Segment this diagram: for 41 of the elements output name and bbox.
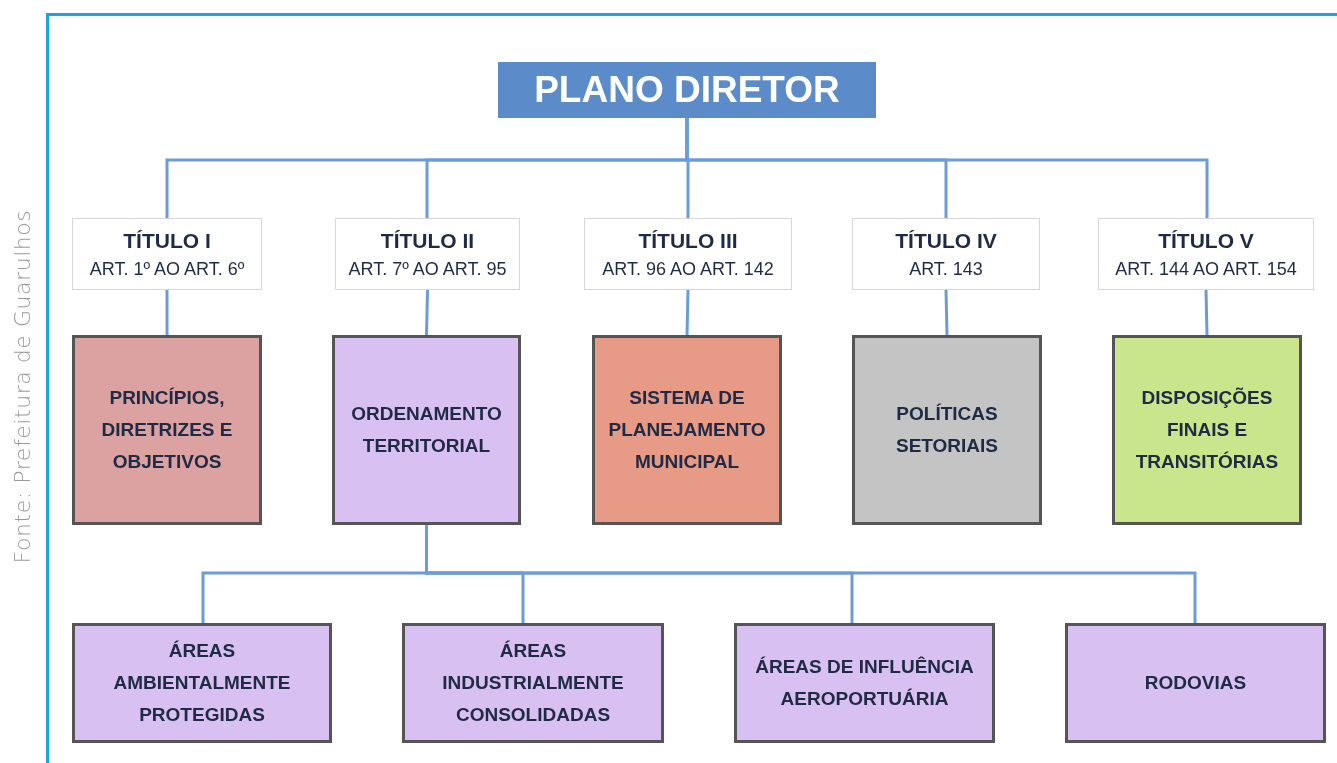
connector-line <box>425 289 429 336</box>
section-box <box>734 623 995 743</box>
title-heading: TÍTULO III <box>638 228 738 254</box>
root-title: PLANO DIRETOR <box>534 68 840 113</box>
title-box <box>72 218 262 290</box>
root-box <box>498 62 876 118</box>
section-label: DISPOSIÇÕES FINAIS E TRANSITÓRIAS <box>1134 386 1280 474</box>
section-label: ÁREAS INDUSTRIALMENTE CONSOLIDADAS <box>441 639 625 727</box>
section-box <box>1065 623 1326 743</box>
section-box <box>332 335 521 525</box>
article-range: ART. 7º AO ART. 95 <box>348 258 507 281</box>
connector-line <box>1204 289 1209 336</box>
section-label: SISTEMA DE PLANEJAMENTO MUNICIPAL <box>607 386 767 474</box>
section-label: PRINCÍPIOS, DIRETRIZES E OBJETIVOS <box>100 386 234 474</box>
section-box <box>852 335 1042 525</box>
source-note: Fonte: Prefeitura de Guarulhos <box>8 208 36 566</box>
section-label: ORDENAMENTO TERRITORIAL <box>350 402 503 458</box>
section-box <box>592 335 782 525</box>
connector-line <box>944 289 949 336</box>
title-box <box>852 218 1040 290</box>
title-heading: TÍTULO IV <box>895 228 997 254</box>
connector-line <box>685 289 690 336</box>
title-heading: TÍTULO I <box>123 228 211 254</box>
title-box <box>335 218 520 290</box>
article-range: ART. 1º AO ART. 6º <box>89 258 245 281</box>
section-box <box>402 623 664 743</box>
section-label: POLÍTICAS SETORIAIS <box>894 402 1000 458</box>
article-range: ART. 144 AO ART. 154 <box>1115 258 1297 281</box>
section-label: ÁREAS AMBIENTALMENTE PROTEGIDAS <box>112 639 292 727</box>
section-box <box>72 623 332 743</box>
article-range: ART. 143 <box>909 258 983 281</box>
title-box <box>584 218 792 290</box>
section-box <box>72 335 262 525</box>
title-box <box>1098 218 1314 290</box>
article-range: ART. 96 AO ART. 142 <box>602 258 774 281</box>
section-box <box>1112 335 1302 525</box>
section-label: RODOVIAS <box>1144 671 1247 695</box>
section-label: ÁREAS DE INFLUÊNCIA AEROPORTUÁRIA <box>754 655 975 711</box>
title-heading: TÍTULO V <box>1158 228 1254 254</box>
title-heading: TÍTULO II <box>380 228 475 254</box>
connector-line <box>165 290 169 335</box>
